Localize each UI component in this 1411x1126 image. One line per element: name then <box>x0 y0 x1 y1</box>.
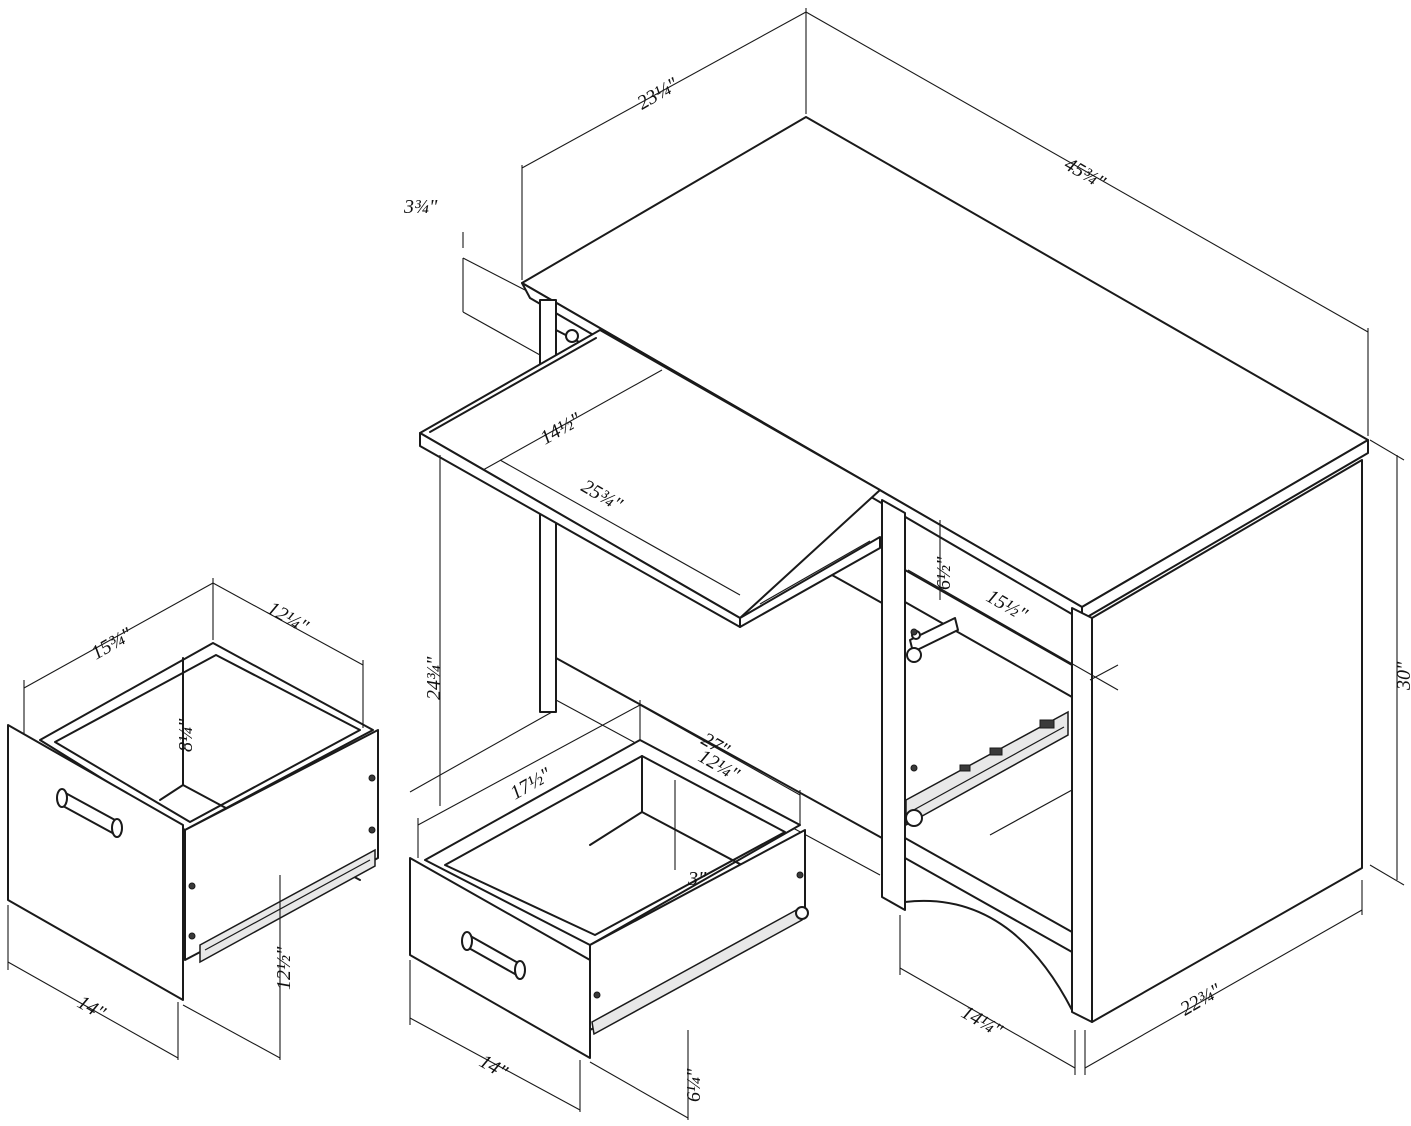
label-file-drawer-front-height: 12½" <box>273 946 295 990</box>
small-drawer <box>409 739 809 1059</box>
file-drawer-handle <box>56 788 123 838</box>
small-drawer-dimension-lines <box>409 700 801 1120</box>
slide-wheel <box>565 329 579 343</box>
label-pedestal-width: 14¼" <box>958 1001 1007 1042</box>
file-drawer-slide <box>199 848 376 964</box>
pedestal-bottom-edge <box>904 857 1073 953</box>
label-small-drawer-inner-height: 3" <box>687 868 707 890</box>
pedestal-back-line <box>989 789 1073 836</box>
pedestal-inner-panel <box>881 499 906 911</box>
keyboard-slide <box>759 540 871 605</box>
label-pedestal-depth: 22¾" <box>1177 979 1226 1020</box>
file-drawer-side <box>184 729 379 961</box>
label-desk-height: 30" <box>1393 661 1411 691</box>
label-file-drawer-inner-height: 8¼" <box>175 718 197 752</box>
small-drawer-floor <box>589 811 643 846</box>
label-shelf-depth: 15½" <box>983 585 1032 626</box>
file-drawer-dimension-lines <box>7 578 364 1060</box>
pedestal-shelf-front <box>904 601 1073 698</box>
pedestal-end-panel <box>1091 459 1363 1023</box>
pedestal-arch <box>904 900 1073 1011</box>
small-drawer-inner <box>444 755 786 936</box>
file-drawer <box>7 642 379 1001</box>
desk-dimension-lines <box>409 8 1405 1075</box>
keyboard-tray-back-lip <box>429 337 597 433</box>
pedestal-top-shelf <box>904 569 1073 666</box>
file-drawer-front <box>7 724 184 1001</box>
file-drawer-inner <box>54 654 361 823</box>
keyboard-tray-side <box>739 536 881 628</box>
pedestal-bottom-shelf <box>904 837 1073 933</box>
pedestal-screw <box>910 628 918 636</box>
label-shelf-height: 6½" <box>933 556 955 590</box>
label-riser-height: 3¾" <box>403 196 438 218</box>
pedestal-screw <box>910 764 918 772</box>
label-small-drawer-front-width: 14" <box>476 1050 512 1084</box>
small-drawer-handle <box>461 931 526 980</box>
label-small-drawer-front-height: 6¼" <box>683 1068 705 1102</box>
back-rail <box>555 657 883 839</box>
pedestal-slide-lower <box>905 710 1069 827</box>
pedestal-side-panel <box>1071 607 1093 1023</box>
label-desk-depth: 23¼" <box>634 73 683 114</box>
label-desk-width: 45¾" <box>1061 153 1110 194</box>
file-drawer-floor-edge <box>159 784 184 801</box>
back-rail-upper <box>831 574 883 604</box>
label-file-drawer-front-width: 14" <box>74 991 110 1025</box>
pedestal-slide-upper <box>906 617 959 663</box>
label-knee-height: 24¾" <box>423 656 445 700</box>
label-file-drawer-inner-width: 12¼" <box>264 597 313 638</box>
desk <box>419 116 1369 1023</box>
